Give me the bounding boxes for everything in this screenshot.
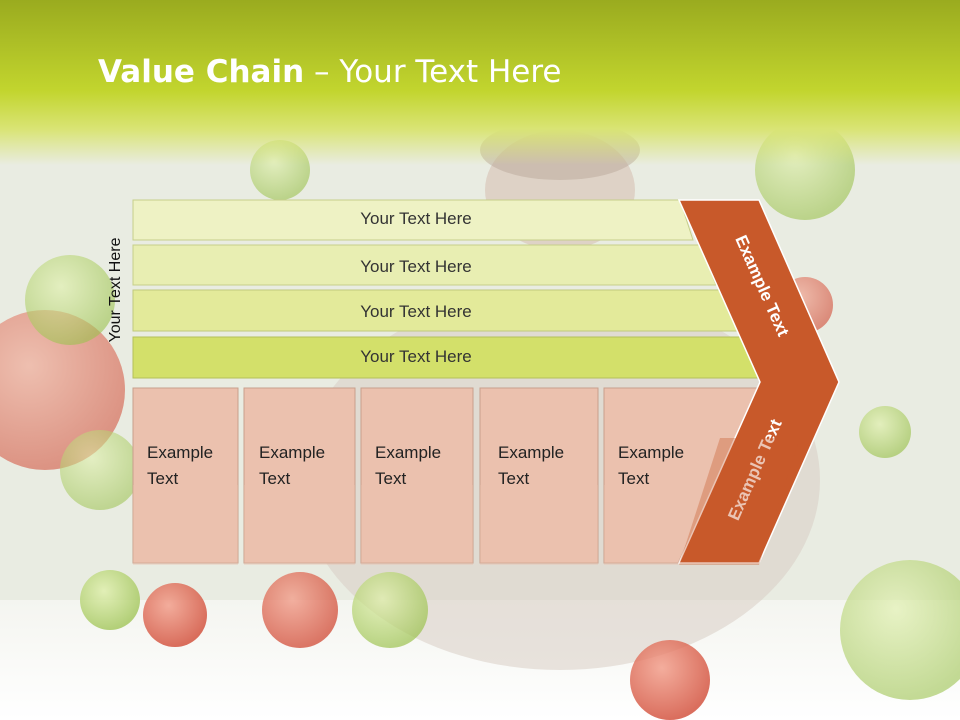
primary-box-line2: Text [259,469,290,488]
support-row-label: Your Text Here [360,209,472,228]
primary-box: Example Text [132,387,239,564]
primary-box-line1: Example [259,443,325,462]
support-row-label: Your Text Here [360,257,472,276]
primary-box: Example Text [603,387,761,564]
primary-box-line1: Example [147,443,213,462]
title-bold: Value Chain [98,54,305,90]
primary-box: Example Text [479,387,599,564]
page-title: Value Chain – Your Text Here [98,54,561,90]
primary-box-line1: Example [498,443,564,462]
reflection [133,438,800,565]
primary-box-line2: Text [498,469,529,488]
primary-box-line2: Text [618,469,649,488]
support-row: Your Text Here [132,244,717,286]
primary-box: Example Text [360,387,474,564]
title-bar [0,0,960,165]
support-row: Your Text Here [132,336,765,379]
primary-box-line1: Example [618,443,684,462]
primary-box: Example Text [243,387,356,564]
primary-box-line2: Text [375,469,406,488]
primary-box-line1: Example [375,443,441,462]
support-row: Your Text Here [132,199,694,241]
primary-box-line2: Text [147,469,178,488]
support-row-label: Your Text Here [360,347,472,366]
support-row-label: Your Text Here [360,302,472,321]
title-rest: – Your Text Here [304,54,562,90]
support-row: Your Text Here [132,289,741,332]
